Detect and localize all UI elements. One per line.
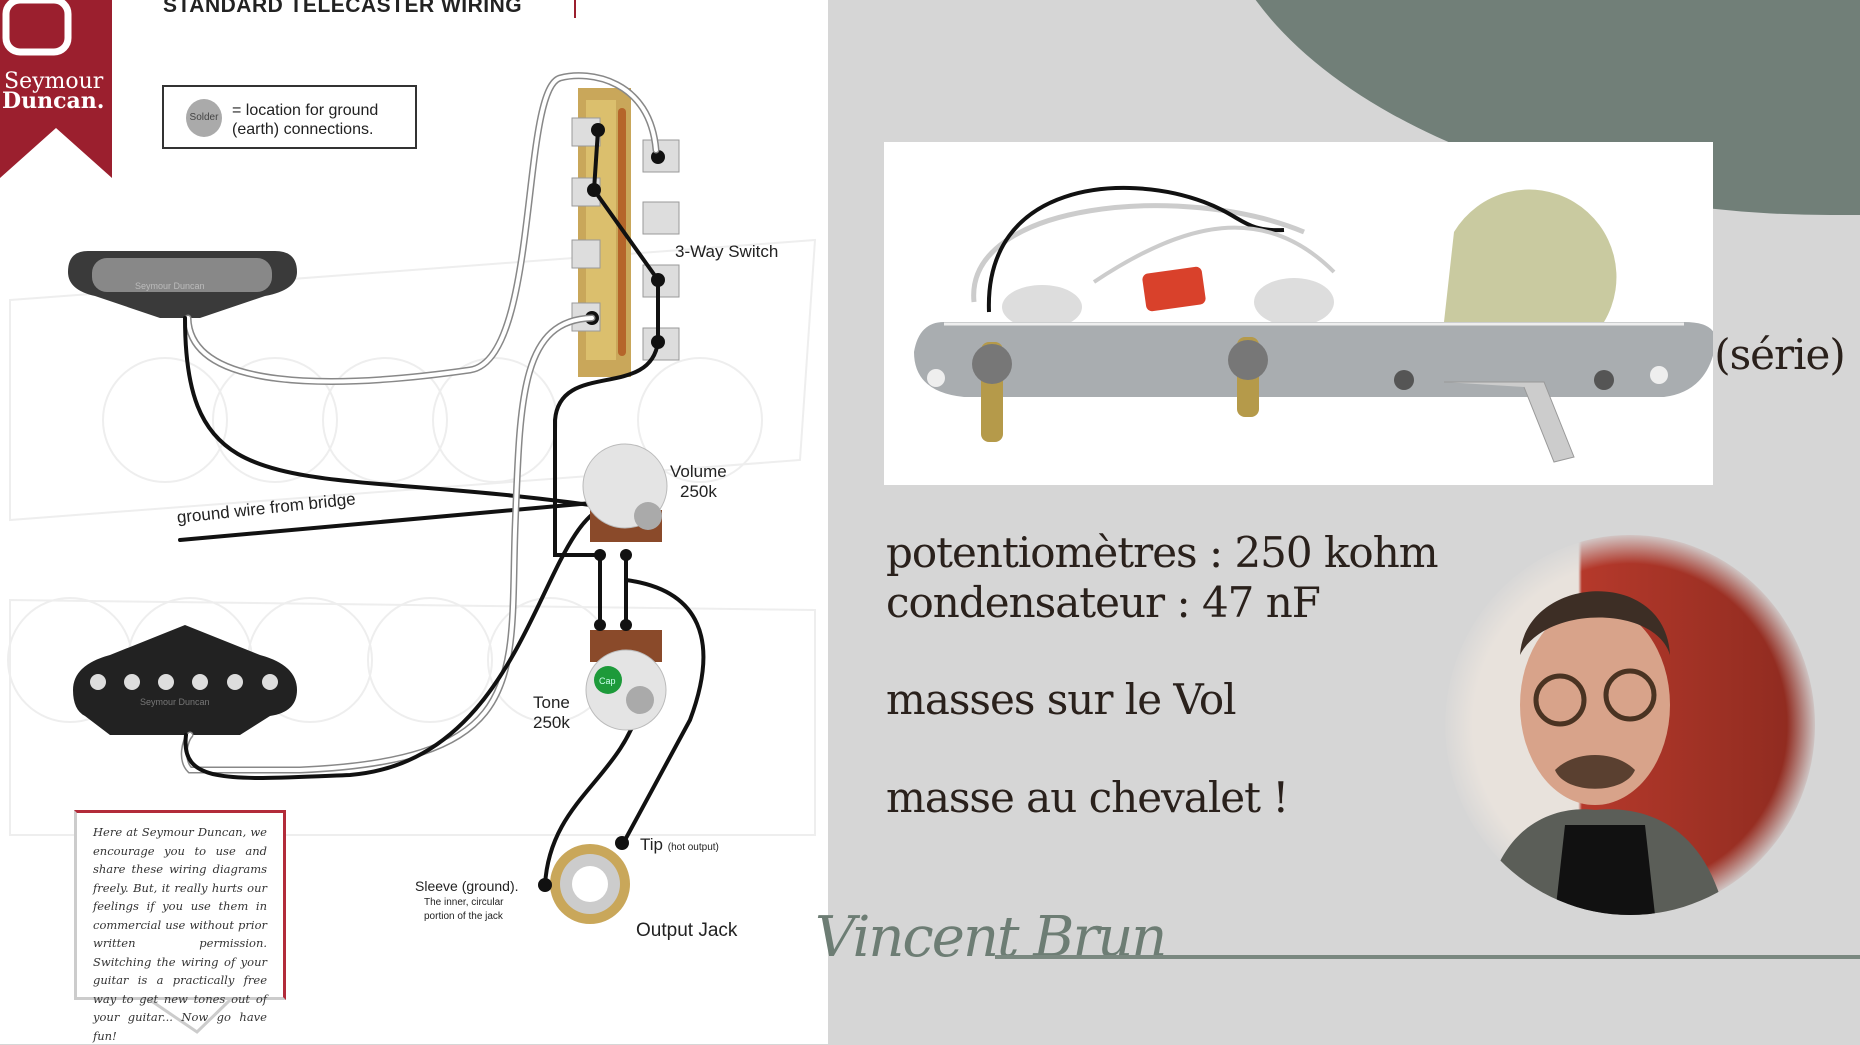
tone-value: 250k: [533, 713, 570, 732]
seymour-duncan-logo: Seymour Duncan.: [0, 0, 112, 178]
capacitor-spec: condensateur : 47 nF: [886, 578, 1321, 627]
output-jack: [538, 836, 630, 924]
volume-value: 250k: [680, 482, 717, 501]
tip-note: (hot output): [667, 842, 719, 853]
capacitor-label: Cap: [599, 676, 616, 686]
sleeve-note2: portion of the jack: [424, 911, 503, 922]
note-tail: [149, 998, 232, 1034]
solder-legend: Solder = location for ground (earth) conn…: [162, 85, 417, 149]
presenter-portrait: [1445, 535, 1815, 915]
control-plate-drawing: [914, 186, 1716, 463]
sleeve-note1: The inner, circular: [424, 897, 504, 908]
tip-label: Tip: [640, 835, 663, 854]
svg-text:Seymour: Seymour: [4, 69, 104, 94]
pickup-brand: Seymour Duncan: [140, 697, 210, 707]
presenter-drawing: [1485, 591, 1725, 915]
bridge-ground-note: masse au chevalet !: [886, 773, 1289, 822]
capacitor: [594, 666, 622, 694]
wiring-diagram: Seymour Duncan. Seymour Duncan Seymour D…: [0, 0, 828, 1044]
switch-label: 3-Way Switch: [675, 242, 779, 261]
solder-icon: Solder: [186, 99, 222, 137]
diagram-title: STANDARD TELECASTER WIRING: [163, 0, 523, 17]
potentiometer-spec: potentiomètres : 250 kohm: [886, 528, 1439, 577]
bridge-pickup: Seymour Duncan: [73, 625, 297, 735]
tone-label: Tone: [533, 693, 570, 712]
volume-pot: [582, 443, 668, 561]
tone-pot: Cap: [585, 619, 667, 731]
divider-line: [995, 955, 1860, 959]
diagram-drawing: Seymour Duncan. Seymour Duncan Seymour D…: [0, 0, 817, 1034]
legend-line1: = location for ground: [232, 102, 379, 119]
control-plate-photo: [884, 142, 1716, 485]
volume-label: Volume: [670, 462, 727, 481]
ground-note: masses sur le Vol: [886, 675, 1237, 724]
sleeve-label: Sleeve (ground).: [415, 878, 519, 894]
output-jack-label: Output Jack: [636, 920, 738, 941]
pickup-brand: Seymour Duncan: [135, 281, 205, 291]
svg-text:Duncan.: Duncan.: [2, 88, 104, 114]
body-outline: [7, 238, 817, 836]
usage-note: Here at Seymour Duncan, we encourage you…: [74, 810, 286, 1043]
neck-pickup: Seymour Duncan: [68, 251, 297, 318]
wires: [178, 72, 706, 887]
signature: Vincent Brun: [815, 905, 1167, 970]
legend-line2: (earth) connections.: [232, 121, 374, 138]
